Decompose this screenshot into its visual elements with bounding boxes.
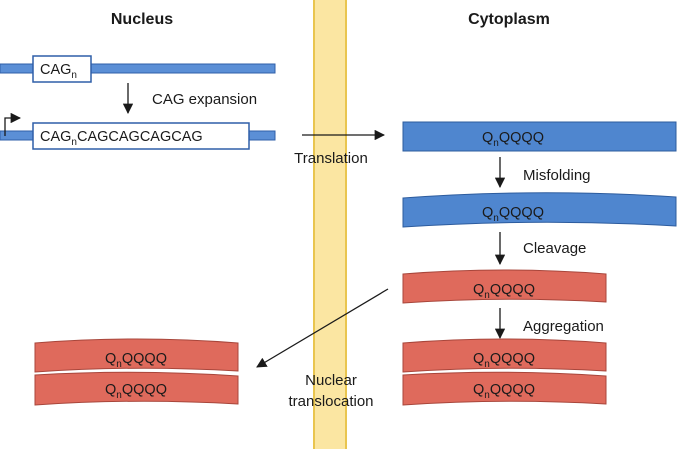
misfolding-label: Misfolding: [523, 167, 591, 184]
nuclear-aggregate-top-label: QnQQQQ: [105, 351, 167, 370]
aggregate-top-label: QnQQQQ: [473, 351, 535, 370]
nuclear-membrane: [313, 0, 347, 449]
cleavage-label: Cleavage: [523, 240, 586, 257]
nuclear-aggregate: QnQQQQ QnQQQQ: [34, 338, 239, 406]
protein-misfolded: QnQQQQ: [402, 192, 677, 228]
cytoplasm-header: Cytoplasm: [468, 11, 550, 28]
aggregate-bottom-label: QnQQQQ: [473, 382, 535, 401]
dna-strand-expanded: CAGnCAGCAGCAGCAG: [0, 112, 276, 150]
protein-fragment-label: QnQQQQ: [473, 282, 535, 301]
nucleus-header: Nucleus: [111, 11, 173, 28]
cag-repeat-label: CAGn: [40, 62, 77, 81]
cag-expansion-label: CAG expansion: [152, 91, 257, 108]
dna-strand-original: CAGn: [0, 55, 276, 83]
translocation-label: translocation: [288, 393, 373, 410]
aggregation-label: Aggregation: [523, 318, 604, 335]
transcription-start-arrow: [4, 112, 22, 136]
protein-misfolded-label: QnQQQQ: [482, 205, 544, 224]
protein-native-label: QnQQQQ: [482, 130, 544, 149]
nuclear-label: Nuclear: [305, 372, 357, 389]
protein-cleaved-fragment: QnQQQQ: [402, 269, 607, 304]
expanded-cag-label: CAGnCAGCAGCAGCAG: [40, 129, 203, 148]
cytoplasmic-aggregate: QnQQQQ QnQQQQ: [402, 338, 607, 406]
nuclear-aggregate-bottom-label: QnQQQQ: [105, 382, 167, 401]
nuclear-translocation-arrow: [256, 288, 389, 368]
protein-native: QnQQQQ: [402, 121, 677, 152]
translation-label: Translation: [294, 150, 368, 167]
